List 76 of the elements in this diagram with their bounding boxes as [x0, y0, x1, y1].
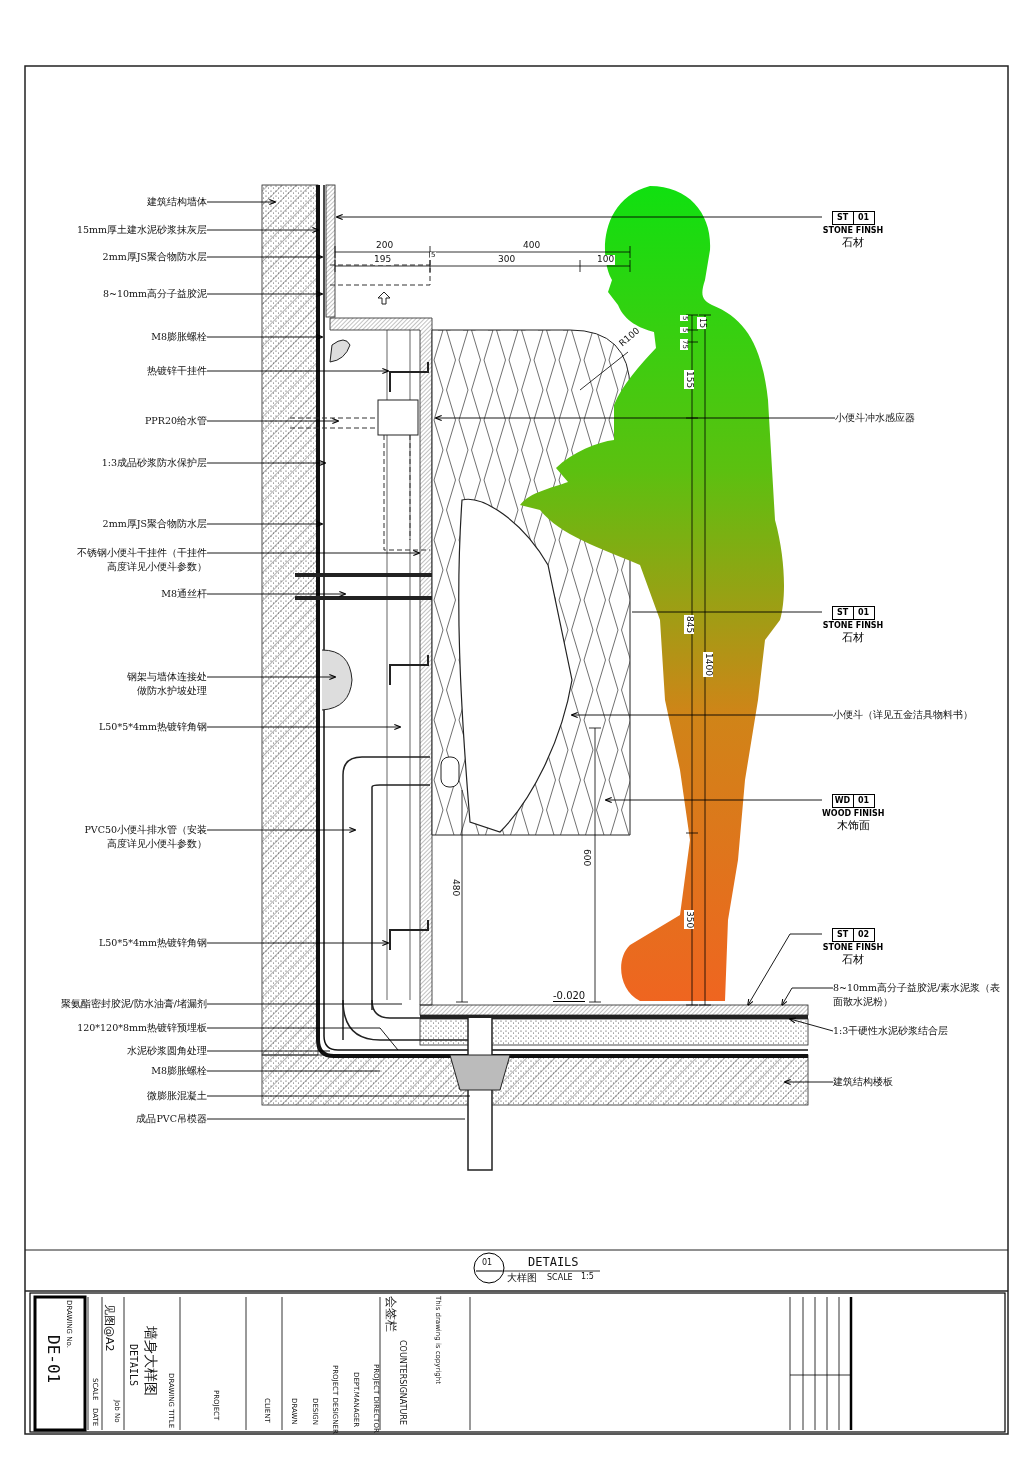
callout-label: 120*120*8mm热镀锌预埋板: [77, 1021, 207, 1035]
dimension-text: 200: [375, 241, 395, 251]
leader-line: [206, 1118, 466, 1120]
field-label: COUNTERSIGNATURE: [397, 1340, 407, 1426]
dimension-text: 1400: [703, 652, 714, 677]
leader-line: [206, 1070, 381, 1072]
tag-code: ST: [835, 929, 850, 941]
drawing-title: 墙身大样图: [142, 1326, 159, 1396]
callout-label: 1:3成品砂浆防水保护层: [101, 456, 207, 470]
callout-label: 8~10mm高分子益胶泥: [102, 287, 207, 301]
dimension-text: 100: [596, 255, 616, 265]
dimension-text: 195: [373, 255, 393, 265]
mortar-bed-layer: [419, 1018, 809, 1046]
callout-label: L50*5*4mm热镀锌角钢: [99, 936, 207, 950]
dimension-text: 600: [581, 848, 592, 868]
callout-label: M8膨胀螺栓: [151, 1064, 207, 1078]
dimension-text: 155: [684, 370, 695, 390]
callout-label: 热镀锌干挂件: [147, 364, 207, 378]
callout-label: PPR20给水管: [144, 414, 207, 428]
leader-line: [631, 611, 823, 613]
level-mark: -0.020: [553, 990, 586, 1002]
field-label: 会签栏: [383, 1296, 397, 1332]
urinal-bowl-drawing: [458, 498, 573, 833]
callout-label: 聚氨酯密封胶泥/防水油膏/堵漏剂: [60, 997, 207, 1011]
dimension-text: 300: [497, 255, 517, 265]
material-name: 石材: [841, 236, 865, 249]
callout-label: 建筑结构楼板: [833, 1075, 893, 1089]
material-name: WOOD FINISH: [822, 808, 884, 819]
callout-label: L50*5*4mm热镀锌角钢: [99, 720, 207, 734]
dimension-text: 15: [697, 317, 707, 330]
detail-subtitle: 大样图: [507, 1272, 537, 1283]
callout-label: 2mm厚JS聚合物防水层: [102, 517, 207, 531]
tag-code: ST: [835, 607, 850, 619]
leader-line: [206, 1050, 331, 1052]
field-value: 见图@A2: [102, 1304, 115, 1352]
leader-line: [206, 1003, 403, 1005]
material-name: STONE FINSH: [822, 942, 884, 953]
tag-code: ST: [835, 212, 850, 224]
callout-label: M8膨胀螺栓: [151, 330, 207, 344]
material-name: STONE FINSH: [822, 225, 884, 236]
dimension-text: 845: [684, 615, 695, 635]
callout-label: 小便斗（详见五金洁具物料书）: [833, 708, 973, 722]
callout-label: 1:3干硬性水泥砂浆结合层: [833, 1024, 949, 1038]
scale-label: SCALE: [547, 1274, 573, 1283]
tag-number: 01: [852, 795, 874, 807]
callout-label: 15mm厚土建水泥砂浆抹灰层: [76, 223, 207, 237]
callout-label: 微膨胀混凝土: [147, 1089, 207, 1103]
dimension-text: 400: [522, 241, 542, 251]
drawing-number: DE-01: [44, 1335, 63, 1384]
drawing-title: DETAILS: [127, 1344, 139, 1387]
material-name: 石材: [841, 953, 865, 966]
callout-label: 不锈钢小便斗干挂件（干挂件高度详见小便斗参数）: [75, 546, 207, 574]
callout-label: 2mm厚JS聚合物防水层: [102, 250, 207, 264]
tag-number: 01: [852, 212, 874, 224]
detail-number: 01: [482, 1259, 493, 1268]
scale-value: 1:5: [581, 1273, 594, 1282]
callout-label: 钢架与墙体连接处做防水护坡处理: [119, 670, 207, 698]
dimension-text: 480: [450, 878, 461, 898]
dimension-text: 350: [684, 910, 695, 930]
tag-number: 01: [852, 607, 874, 619]
detail-title: DETAILS: [528, 1256, 579, 1270]
callout-label: 水泥砂浆圆角处理: [127, 1044, 207, 1058]
material-name: 木饰面: [835, 819, 871, 832]
callout-label: 建筑结构墙体: [147, 195, 207, 209]
tag-number: 02: [852, 929, 874, 941]
leader-line: [206, 1027, 399, 1051]
material-name: STONE FINSH: [822, 620, 884, 631]
callout-label: PVC50小便斗排水管（安装高度详见小便斗参数）: [79, 823, 207, 851]
tag-code: WD: [833, 795, 852, 807]
callout-label: 成品PVC吊模器: [136, 1112, 207, 1126]
leader-line: [206, 1095, 471, 1097]
callout-label: 小便斗冲水感应器: [835, 411, 915, 425]
callout-label: M8通丝杆: [161, 587, 207, 601]
material-name: 石材: [841, 631, 865, 644]
callout-label: 8~10mm高分子益胶泥/素水泥浆（表面散水泥粉）: [833, 981, 1003, 1009]
floor-finish-layer: [419, 1004, 809, 1016]
